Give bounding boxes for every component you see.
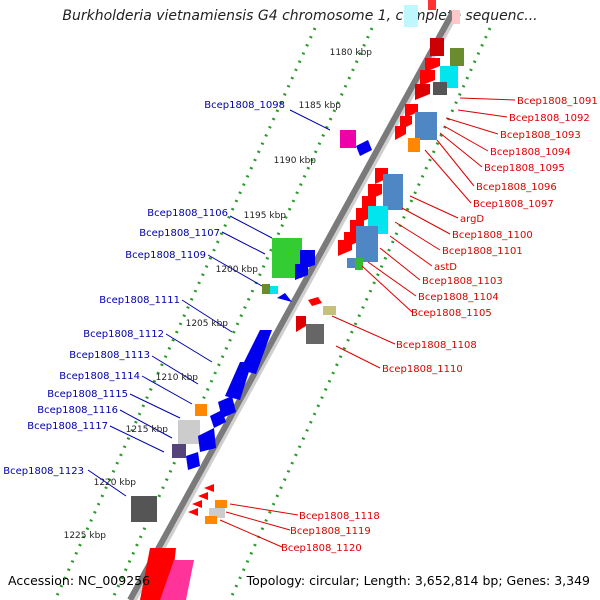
gene-orange-3 [215, 500, 227, 508]
gene-cyan-small [270, 286, 278, 294]
gene-label-bcep1808-1096: Bcep1808_1096 [476, 182, 557, 193]
gene-red-2 [420, 70, 435, 86]
gene-label-bcep1808-1108: Bcep1808_1108 [396, 340, 477, 351]
gene-label-bcep1808-1112: Bcep1808_1112 [83, 329, 164, 340]
gene-orange-2 [195, 404, 207, 416]
gene-khaki [323, 306, 336, 315]
gene-red-6 [395, 126, 406, 140]
backbone [127, 10, 456, 600]
gene-label-bcep1808-1094: Bcep1808_1094 [490, 147, 571, 158]
scale-tick-1220: 1220 kbp [94, 478, 137, 488]
gene-top-cyan [404, 5, 418, 27]
scale-tick-1190: 1190 kbp [274, 156, 317, 166]
gene-label-bcep1808-1119: Bcep1808_1119 [290, 526, 371, 537]
left-scale-track [53, 27, 317, 600]
gene-purple [172, 444, 186, 458]
scale-tick-1185: 1185 kbp [299, 101, 342, 111]
gene-orange-1 [408, 138, 420, 152]
scale-tick-1210: 1210 kbp [156, 373, 199, 383]
gene-label-bcep1808-1118: Bcep1808_1118 [299, 511, 380, 522]
scale-tick-1200: 1200 kbp [216, 265, 259, 275]
gene-blue-9 [186, 452, 200, 470]
gene-label-bcep1808-1116: Bcep1808_1116 [37, 405, 118, 416]
gene-red-14 [308, 297, 322, 306]
gene-magenta [340, 130, 356, 148]
gene-label-bcep1808-1106: Bcep1808_1106 [147, 208, 228, 219]
scale-tick-1180: 1180 kbp [330, 48, 373, 58]
gene-orange-4 [205, 516, 217, 524]
gene-darkgrey [433, 82, 447, 95]
gene-olive [450, 48, 464, 66]
gene-blue-3 [295, 264, 308, 280]
gene-red-18 [192, 500, 202, 508]
gene-steelblue-3 [356, 226, 378, 262]
gene-label-bcep1808-1105: Bcep1808_1105 [411, 308, 492, 319]
map-title: Burkholderia vietnamiensis G4 chromosome… [62, 8, 538, 24]
gene-label-bcep1808-1101: Bcep1808_1101 [442, 246, 523, 257]
scale-tick-1215: 1215 kbp [126, 425, 169, 435]
gene-steelblue-2 [383, 174, 403, 210]
gene-label-bcep1808-1092: Bcep1808_1092 [509, 113, 590, 124]
gene-blue-1 [356, 140, 372, 156]
gene-label-bcep1808-1091: Bcep1808_1091 [517, 96, 598, 107]
gene-label-bcep1808-1114: Bcep1808_1114 [59, 371, 140, 382]
gene-silver [178, 420, 200, 444]
gene-label-bcep1808-1095: Bcep1808_1095 [484, 163, 565, 174]
gene-label-bcep1808-1098: Bcep1808_1098 [204, 100, 285, 111]
gene-red-1 [425, 58, 440, 72]
gene-red-3 [415, 84, 430, 100]
gene-block-top [430, 38, 444, 56]
gene-label-bcep1808-1107: Bcep1808_1107 [139, 228, 220, 239]
gene-label-argd: argD [460, 214, 484, 225]
gene-top-red [428, 0, 436, 10]
gene-grey-2 [131, 496, 157, 522]
gene-label-bcep1808-1104: Bcep1808_1104 [418, 292, 499, 303]
gene-label-bcep1808-1123: Bcep1808_1123 [3, 466, 84, 477]
gene-top-pink [452, 10, 460, 24]
gene-red-4 [405, 104, 418, 118]
gene-red-16 [204, 484, 214, 492]
gene-label-bcep1808-1111: Bcep1808_1111 [99, 295, 180, 306]
leader-lines [87, 97, 516, 548]
gene-red-13 [338, 240, 352, 256]
scale-tick-1205: 1205 kbp [186, 319, 229, 329]
gene-label-bcep1808-1100: Bcep1808_1100 [452, 230, 533, 241]
gene-label-bcep1808-1093: Bcep1808_1093 [500, 130, 581, 141]
gene-label-astd: astD [434, 262, 457, 273]
accession-label: Accession: NC_009256 [8, 573, 151, 588]
gene-blue-7 [210, 410, 226, 428]
gene-label-bcep1808-1109: Bcep1808_1109 [125, 250, 206, 261]
gene-blue-small [347, 258, 357, 268]
gene-label-bcep1808-1097: Bcep1808_1097 [473, 199, 554, 210]
gene-label-bcep1808-1115: Bcep1808_1115 [47, 389, 128, 400]
outer-scale-track [228, 27, 492, 600]
gene-steelblue-1 [415, 112, 437, 140]
gene-label-bcep1808-1110: Bcep1808_1110 [382, 364, 463, 375]
gene-blue-5 [225, 362, 252, 400]
gene-green-small [355, 258, 363, 270]
gene-red-15 [296, 316, 306, 332]
topology-label: Topology: circular; Length: 3,652,814 bp… [246, 573, 590, 588]
gene-silver-2 [209, 508, 225, 518]
gene-olive-small [262, 284, 270, 294]
scale-tick-1225: 1225 kbp [64, 531, 107, 541]
gene-red-19 [188, 508, 198, 516]
gene-red-7 [375, 168, 388, 184]
gene-grey-1 [306, 324, 324, 344]
gene-blue-8 [198, 428, 216, 452]
gene-label-bcep1808-1113: Bcep1808_1113 [69, 350, 150, 361]
gene-blue-4 [277, 293, 292, 302]
gene-label-bcep1808-1117: Bcep1808_1117 [27, 421, 108, 432]
gene-label-bcep1808-1120: Bcep1808_1120 [281, 543, 362, 554]
scale-tick-1195: 1195 kbp [244, 211, 287, 221]
gene-pink-big [160, 560, 194, 600]
gene-label-bcep1808-1103: Bcep1808_1103 [422, 276, 503, 287]
gene-red-17 [198, 492, 208, 500]
